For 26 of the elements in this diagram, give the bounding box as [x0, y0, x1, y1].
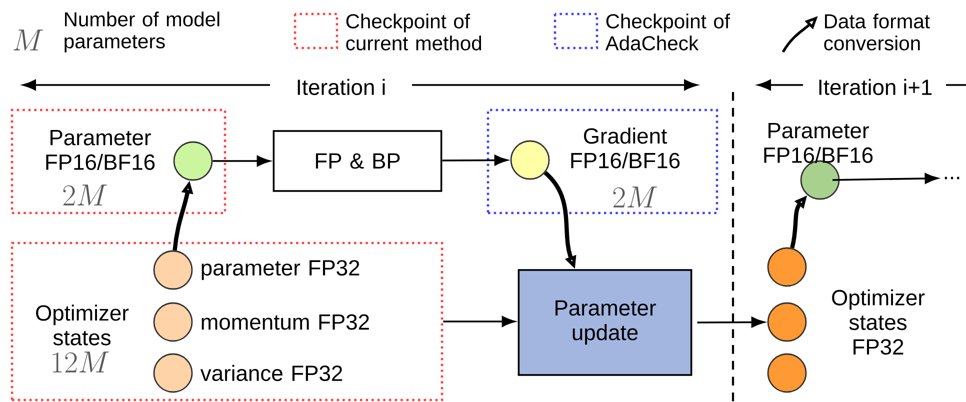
state-label: Optimizer states FP32: [832, 289, 925, 355]
checkpoint-box: Parameter FP16/BF16 $2M$: [10, 108, 226, 214]
state-label: variance FP32: [200, 364, 342, 382]
iteration-label: Iteration i+1: [819, 78, 932, 96]
data-circle: [173, 141, 213, 181]
arrow: [832, 173, 938, 184]
checkpoint-box: Gradient FP16/BF16 $2M$: [486, 108, 718, 214]
legend-text: Data format conversion: [824, 14, 930, 50]
data-circle: [510, 140, 550, 180]
symbol-label: $M$: [14, 30, 43, 50]
state-label: momentum FP32: [202, 314, 369, 330]
state-label: Parameter FP16/BF16: [764, 123, 873, 163]
process-box: Parameter update: [518, 269, 692, 376]
legend-text: Number of model parameters: [64, 12, 220, 52]
legend-text: Checkpoint of current method: [346, 14, 482, 50]
data-circle: [767, 247, 807, 287]
state-label: parameter FP32: [202, 260, 360, 280]
arrow: [212, 156, 270, 166]
legend-text: Checkpoint of AdaCheck: [605, 14, 730, 50]
iteration-label: Iteration i: [298, 78, 385, 96]
data-circle: [767, 353, 807, 393]
arrow: [442, 154, 508, 166]
arrow: [443, 316, 516, 327]
ellipsis-text: ...: [944, 176, 960, 180]
arrow: [751, 316, 765, 328]
process-box: FP & BP: [272, 130, 442, 192]
